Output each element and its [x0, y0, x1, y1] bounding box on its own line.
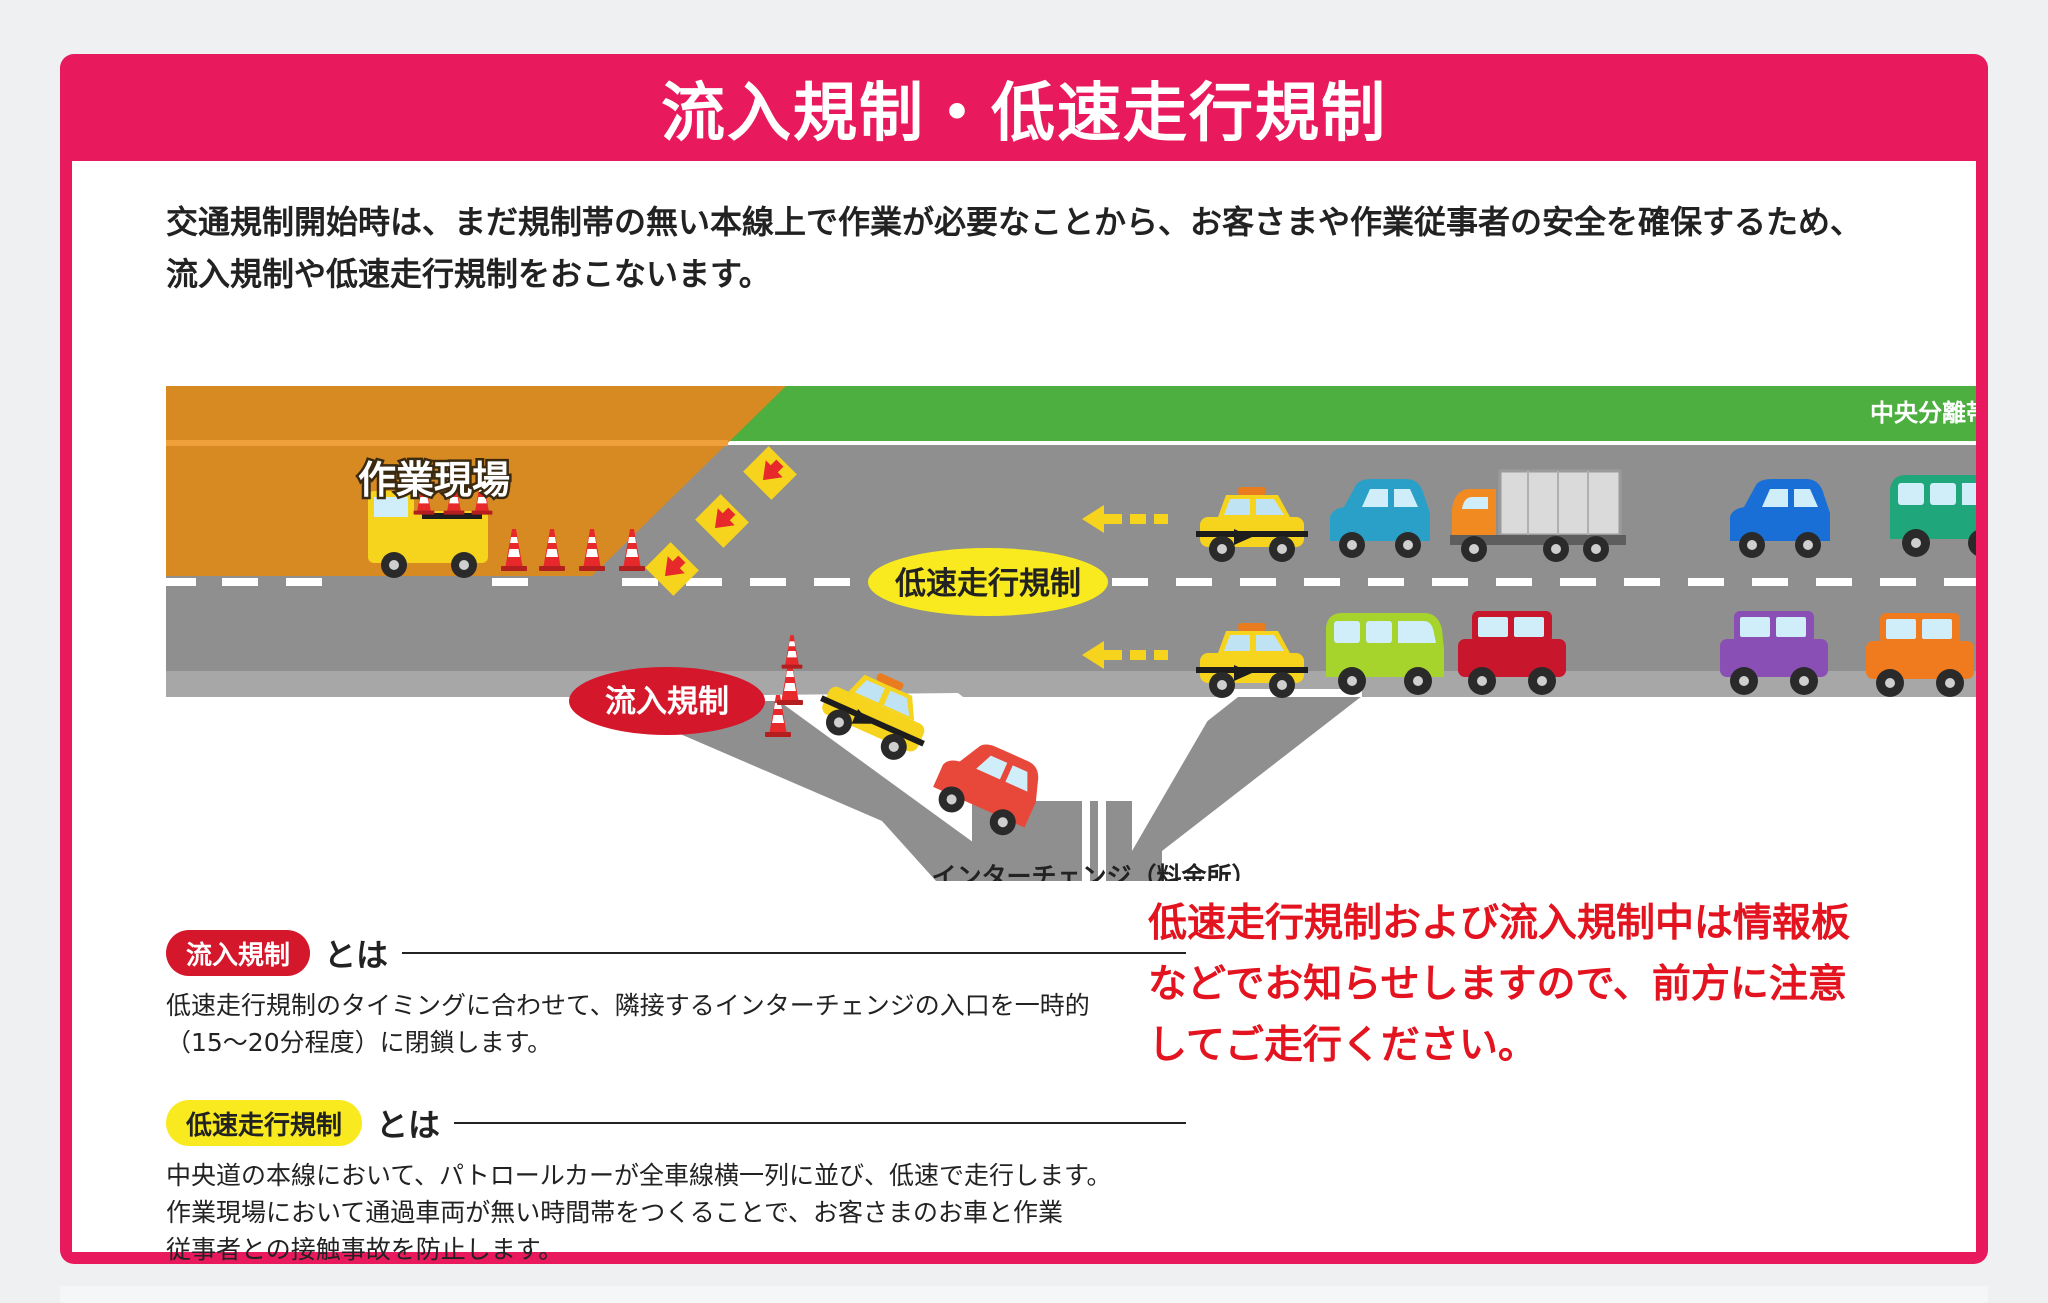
caution-notice: 低速走行規制および流入規制中は情報板 などでお知らせしますので、前方に注意 して… [1148, 893, 1968, 1076]
low-speed-badge: 低速走行規制 [868, 548, 1108, 616]
inflow-badge-label: 流入規制 [605, 684, 729, 720]
low-speed-line-3: 従事者との接触事故を防止します。 [166, 1235, 564, 1264]
low-speed-section: 低速走行規制 とは 中央道の本線において、パトロールカーが全車線横一列に並び、低… [166, 1097, 1186, 1268]
inflow-line-2: （15〜20分程度）に閉鎖します。 [166, 1028, 553, 1057]
notice-line-1: 低速走行規制および流入規制中は情報板 [1148, 901, 1851, 946]
intro-text: 交通規制開始時は、まだ規制帯の無い本線上で作業が必要なことから、お客さまや作業従… [166, 196, 1976, 300]
inflow-section: 流入規制 とは 低速走行規制のタイミングに合わせて、隣接するインターチェンジの入… [166, 927, 1186, 1061]
content-panel: 交通規制開始時は、まだ規制帯の無い本線上で作業が必要なことから、お客さまや作業従… [72, 161, 1976, 1264]
low-speed-badge-label: 低速走行規制 [894, 566, 1081, 602]
page-title: 流入規制・低速走行規制 [661, 76, 1387, 151]
inflow-suffix: とは [324, 936, 389, 974]
low-speed-pill: 低速走行規制 [166, 1100, 363, 1146]
notice-frame: 流入規制・低速走行規制 交通規制開始時は、まだ規制帯の無い本線上で作業が必要なこ… [60, 54, 1988, 1264]
divider [454, 1122, 1186, 1124]
traffic-diagram: 中央分離帯 作業現場 低速走行規制 流入規制 インターチェンジ（料金所） [166, 386, 1976, 881]
notice-line-3: してご走行ください。 [1148, 1023, 1537, 1068]
lane-divider [166, 578, 1976, 586]
low-speed-suffix: とは [376, 1106, 441, 1144]
low-speed-line-1: 中央道の本線において、パトロールカーが全車線横一列に並び、低速で走行します。 [166, 1161, 1112, 1190]
bottom-strip [60, 1286, 1988, 1303]
chevron-arrow-sign-icon [645, 446, 797, 596]
notice-line-2: などでお知らせしますので、前方に注意 [1148, 962, 1847, 1007]
work-truck-icon [368, 491, 488, 578]
median-label: 中央分離帯 [1870, 399, 1976, 427]
worksite-area [166, 386, 786, 576]
low-speed-line-2: 作業現場において通過車両が無い時間帯をつくることで、お客さまのお車と作業 [166, 1198, 1064, 1227]
intro-line-1: 交通規制開始時は、まだ規制帯の無い本線上で作業が必要なことから、お客さまや作業従… [166, 203, 1863, 241]
inflow-pill: 流入規制 [166, 930, 311, 976]
worksite-label: 作業現場 [358, 458, 510, 502]
divider [402, 952, 1186, 954]
interchange-label: インターチェンジ（料金所） [931, 862, 1256, 881]
inflow-line-1: 低速走行規制のタイミングに合わせて、隣接するインターチェンジの入口を一時的 [166, 991, 1090, 1020]
intro-line-2: 流入規制や低速走行規制をおこないます。 [166, 255, 771, 293]
inflow-badge: 流入規制 [569, 667, 765, 735]
